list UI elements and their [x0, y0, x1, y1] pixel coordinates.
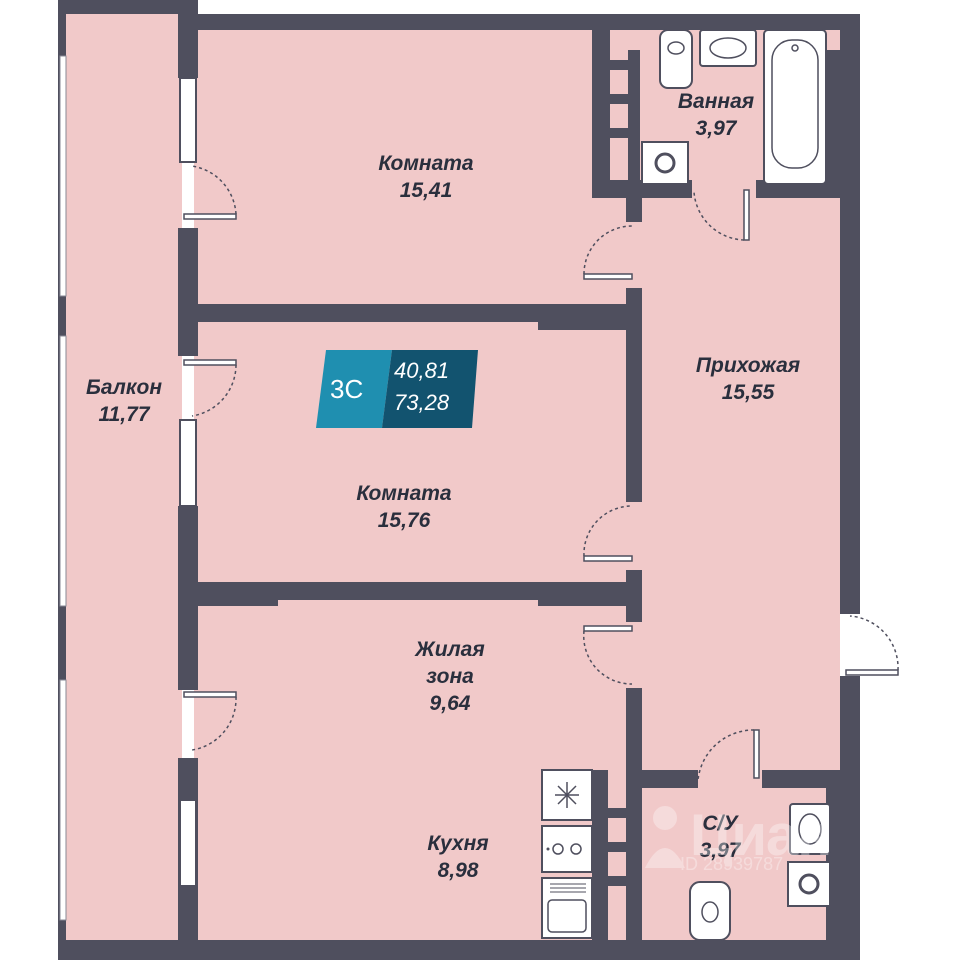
fridge-icon — [541, 769, 593, 821]
room-name: Жилая — [415, 638, 485, 661]
wc-icon — [689, 881, 731, 941]
badge-right-part — [382, 350, 478, 428]
room-name: Балкон — [85, 376, 163, 399]
wall-hall-upper — [626, 288, 642, 502]
balcony-wall-3 — [178, 506, 198, 690]
wall-room2-living-a — [194, 582, 278, 606]
room-area: 8,98 — [437, 859, 479, 882]
door-balcony-living — [183, 691, 237, 751]
door-entrance — [845, 615, 899, 676]
bath-duct-right — [826, 50, 840, 180]
bath-wall-post — [626, 196, 642, 222]
stove-icon — [541, 825, 593, 873]
toilet-wall-top-a — [626, 770, 698, 788]
watermark-logo-icon — [645, 806, 685, 868]
room-label-balcony: Балкон 11,77 — [86, 374, 162, 428]
toilet-shaft-1 — [598, 808, 638, 818]
room-name: С/У — [702, 812, 738, 835]
outer-wall-bottom — [58, 940, 860, 960]
kitchen-sink-icon — [541, 877, 593, 939]
watermark: Циан ID 28939787 — [640, 790, 860, 890]
badge-type: 3С — [330, 374, 364, 404]
room-name: Прихожая — [695, 354, 801, 377]
room-label-hallway: Прихожая 15,55 — [696, 352, 800, 406]
door-room2-hall — [583, 505, 633, 562]
badge-left-part — [316, 350, 392, 428]
toilet-shaft-2 — [598, 842, 638, 852]
wall-room1-room2 — [194, 304, 640, 322]
toilet-wall-left — [592, 770, 608, 940]
wall-room2-ledge — [538, 304, 640, 330]
toilet-washer-icon — [787, 861, 831, 907]
room-name: Ванная — [677, 90, 755, 113]
room-label-living-zone: Жилая зона 9,64 — [415, 636, 484, 717]
watermark-id: ID 28939787 — [680, 854, 784, 874]
balcony-window-1 — [59, 55, 67, 297]
wall-room2-living-c — [538, 582, 640, 606]
room-area: 15,55 — [721, 381, 775, 404]
toilet-wall-top-b — [762, 770, 840, 788]
door-room1-hall — [583, 225, 633, 280]
window-a — [179, 77, 197, 163]
area-badge: 3С 40,81 73,28 — [316, 350, 478, 428]
badge-total-area: 73,28 — [394, 390, 450, 415]
balcony-wall-1 — [178, 14, 198, 78]
door-bathroom — [693, 189, 750, 241]
room-name: Кухня — [427, 832, 489, 855]
room-area: 15,41 — [399, 179, 453, 202]
outer-wall-top-left — [58, 0, 198, 14]
room-label-room-top: Комната 15,41 — [378, 150, 473, 204]
outer-wall-right-lower — [840, 676, 860, 960]
room-area: 15,76 — [377, 509, 431, 532]
door-toilet — [697, 729, 760, 781]
door-living-hall — [582, 625, 633, 685]
window-c — [179, 799, 197, 887]
toilet-shaft-3 — [598, 876, 638, 886]
window-b — [179, 419, 197, 507]
watermark-text: Циан — [690, 803, 832, 868]
badge-living-area: 40,81 — [394, 358, 450, 383]
room-name: Комната — [378, 152, 474, 175]
room-label-kitchen: Кухня 8,98 — [427, 830, 488, 884]
bath-wall-left — [592, 30, 610, 180]
bathtub-icon — [763, 29, 827, 185]
room-area: 3,97 — [699, 839, 741, 862]
sink-icon — [699, 29, 757, 67]
door-balcony-room2 — [183, 359, 237, 417]
room-name: Комната — [356, 482, 452, 505]
bath-shaft-2 — [598, 94, 638, 104]
toilet-icon — [659, 29, 693, 89]
room-label-room-middle: Комната 15,76 — [356, 480, 451, 534]
room-area: 9,64 — [429, 692, 471, 715]
room-name-2: зона — [426, 665, 474, 688]
room-area: 3,97 — [695, 117, 737, 140]
outer-wall-right — [840, 14, 860, 614]
balcony-window-2 — [59, 335, 67, 607]
apartment-floor — [194, 30, 840, 940]
room-label-toilet: С/У 3,97 — [700, 810, 741, 864]
outer-wall-top — [178, 14, 860, 30]
door-balcony-room1 — [183, 165, 237, 220]
bath-shaft-3 — [598, 128, 638, 138]
balcony-wall-2 — [178, 228, 198, 356]
toilet-sink-icon — [789, 803, 831, 855]
badge-shape — [316, 350, 478, 428]
toilet-shaft-side — [628, 788, 640, 898]
balcony-floor — [66, 14, 182, 944]
bath-shaft-side — [628, 50, 640, 180]
wall-hall-middle — [626, 570, 642, 622]
balcony-window-3 — [59, 679, 67, 921]
room-label-bathroom: Ванная 3,97 — [678, 88, 754, 142]
washing-machine-icon — [641, 141, 689, 185]
bath-shaft-1 — [598, 60, 638, 70]
wall-room2-living-b — [278, 582, 538, 600]
room-area: 11,77 — [98, 403, 150, 426]
